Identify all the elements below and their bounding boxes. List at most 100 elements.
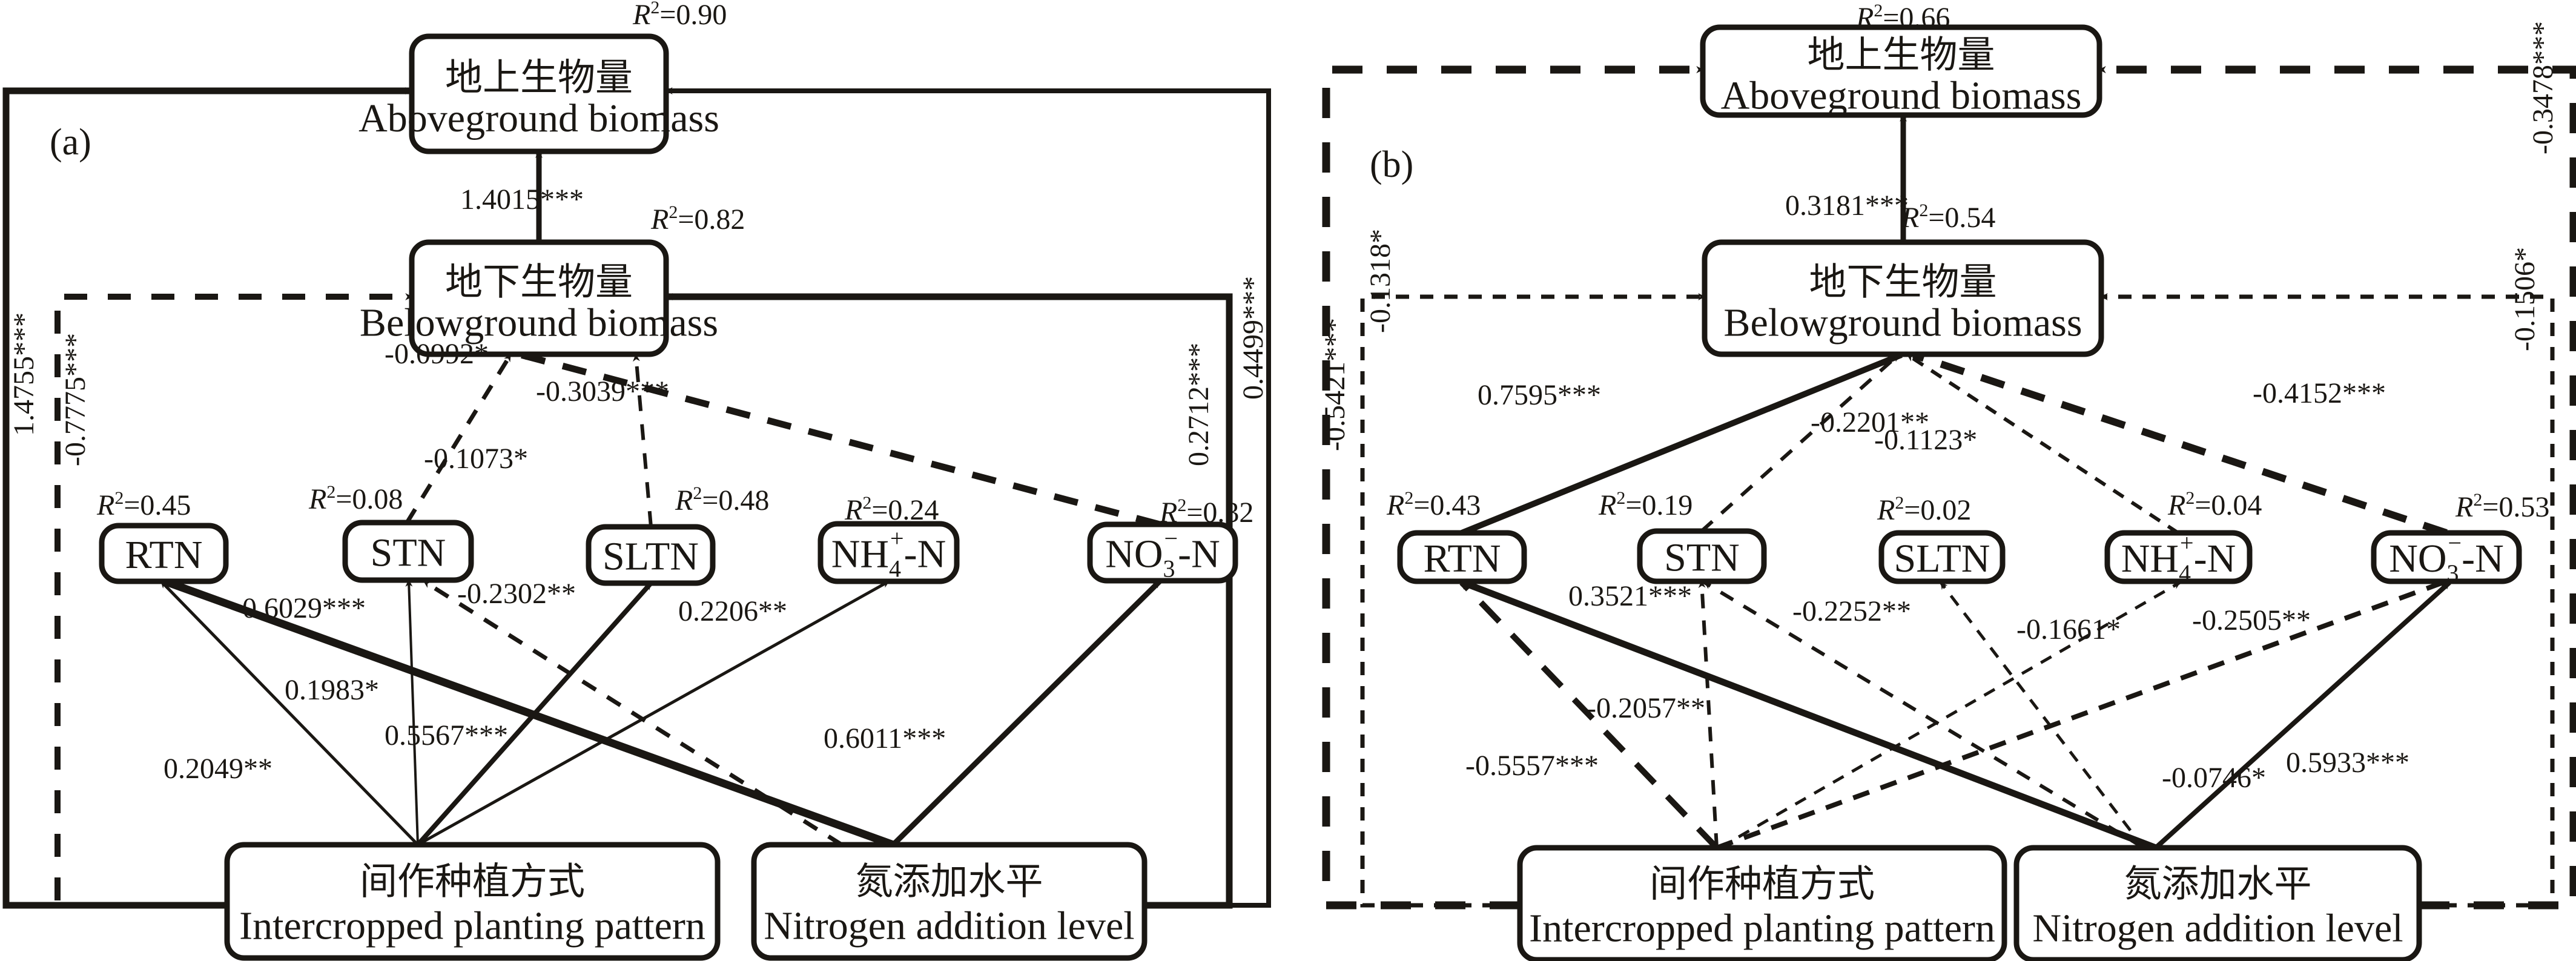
panel-a-coef-intercrop-to-STN: 0.5567***: [385, 719, 508, 751]
panel-b-coef-intercrop-to-below: -0.1318*: [1364, 229, 1396, 333]
panel-a-NH4-r2: R2=0.24: [844, 493, 939, 526]
panel-b-coef-nitrogen-to-SLTN: -0.0746*: [2162, 762, 2266, 794]
panel-b-coef-intercrop-to-NO3: -0.2505**: [2192, 604, 2311, 636]
panel-b-arrow-nitrogen-to-above: [2098, 65, 2576, 910]
panel-a-path-nitrogen-to-above: [665, 87, 1271, 908]
panel-a-arrow-nitrogen-to-NO3: [891, 579, 1162, 847]
panel-b-path-intercrop-to-RTN: [1459, 580, 1719, 850]
panel-a-label: (a): [50, 122, 91, 163]
panel-a-nitrogen-label-en: Nitrogen addition level: [764, 904, 1134, 948]
panel-a-STN-label: STN: [371, 531, 446, 575]
panel-a-arrow-nitrogen-to-RTN: [163, 577, 895, 849]
panel-a-coef-nitrogen-to-STN: -0.2302**: [457, 578, 576, 610]
panel-b-node-SLTN: SLTN: [1878, 530, 2006, 584]
panel-b-STN-r2: R2=0.19: [1598, 488, 1693, 521]
panel-b-path-intercrop-to-below: [1360, 293, 1706, 908]
panel-b-coef-intercrop-to-above: -0.5421***: [1319, 318, 1351, 451]
panel-b-STN-label: STN: [1664, 536, 1740, 580]
panel-a-SLTN-label: SLTN: [603, 535, 699, 579]
panel-a-path-intercrop-to-STN: [405, 579, 419, 845]
panel-b-path-nitrogen-to-SLTN: [1940, 581, 2145, 849]
panel-b-RTN-label: RTN: [1423, 537, 1501, 581]
panel-b-arrow-nitrogen-to-below: [2100, 293, 2555, 908]
panel-b-path-nitrogen-to-above: [2098, 65, 2576, 910]
panel-b-coef-NH4-to-below: -0.1123*: [1874, 424, 1977, 456]
panel-b-intercrop-label-cn: 间作种植方式: [1650, 862, 1875, 906]
panel-a-below-label-en: Belowground biomass: [360, 301, 718, 345]
panel-a-coef-intercrop-to-RTN: 0.1983*: [285, 674, 379, 706]
panel-b-coef-nitrogen-to-above: -0.3478***: [2527, 21, 2559, 154]
panel-b-path-intercrop-to-STN: [1698, 580, 1719, 848]
panel-b-arrow-nitrogen-to-NO3: [2154, 581, 2451, 850]
panel-b-path-RTN-to-below: [1461, 352, 1903, 536]
panel-a-coef-nitrogen-to-below: 0.2712***: [1183, 343, 1215, 466]
panel-a-coef-nitrogen-to-NO3: 0.6011***: [824, 722, 946, 755]
panel-a-below-label-cn: 地下生物量: [445, 260, 633, 304]
panel-b-path-NO3-to-below: [1912, 351, 2448, 537]
panel-b-arrow-intercrop-to-NO3: [1716, 579, 2448, 850]
panel-b-nitrogen-label-en: Nitrogen addition level: [2032, 907, 2403, 951]
panel-a-intercrop-label-cn: 间作种植方式: [360, 859, 585, 903]
panel-b-coef-intercrop-to-STN: -0.2057**: [1587, 692, 1705, 724]
panel-b-nitrogen-label-cn: 氮添加水平: [2124, 862, 2311, 906]
panel-b-path-intercrop-to-above: [1322, 65, 1704, 910]
panel-a-NO3-label: NO3−-N: [1105, 525, 1220, 583]
panel-b-below-label-en: Belowground biomass: [1723, 301, 2082, 345]
panel-a-path-nitrogen-to-RTN: [163, 577, 895, 849]
panel-a-above-label-cn: 地上生物量: [445, 55, 633, 99]
panel-b-node-RTN: RTN: [1397, 530, 1527, 584]
panel-a-coef-nitrogen-to-RTN: 0.6029***: [242, 592, 366, 624]
panel-a-arrow-intercrop-to-NH4: [417, 580, 890, 847]
panel-a-node-STN: STN: [342, 520, 474, 583]
panel-b-path-NH4-to-below: [1906, 353, 2179, 535]
panel-b-path-nitrogen-to-STN: [1703, 581, 2145, 850]
panel-b-coef-nitrogen-to-NH4: -0.1661*: [2016, 613, 2121, 646]
panel-a-coef-SLTN-to-below: -0.1073*: [424, 443, 528, 475]
panel-a-path-intercrop-to-above: [2, 87, 413, 909]
panel-b-coef-below-to-above: 0.3181***: [1785, 190, 1909, 222]
panel-b-below-label-cn: 地下生物量: [1809, 260, 1996, 304]
panel-a-coef-intercrop-to-SLTN: 0.2049**: [163, 753, 272, 785]
panel-a-coef-NO3-to-below: -0.3039***: [536, 375, 669, 408]
panel-b-label: (b): [1370, 144, 1413, 185]
panel-b-NH4-r2: R2=0.04: [2167, 488, 2262, 521]
panel-b-arrow-intercrop-to-STN: [1698, 580, 1719, 848]
panel-b-arrow-intercrop-to-RTN: [1459, 580, 1719, 850]
panel-a-NH4-label: NH4+-N: [831, 525, 946, 583]
panel-b-arrow-nitrogen-to-NH4: [1719, 581, 2181, 850]
panel-b-arrow-intercrop-to-above: [1322, 65, 1704, 910]
panel-b-above-label-en: Aboveground biomass: [1721, 74, 2082, 118]
panel-a-arrow-intercrop-to-RTN: [160, 580, 419, 846]
panel-b-NO3-r2: R2=0.53: [2455, 490, 2549, 523]
panel-b-arrow-nitrogen-to-STN: [1703, 581, 2145, 850]
panel-a-node-SLTN: SLTN: [586, 524, 716, 586]
panel-b-coef-intercrop-to-RTN: -0.5557***: [1465, 750, 1599, 782]
panel-a-arrow-intercrop-to-STN: [405, 579, 419, 845]
panel-b-path-nitrogen-to-RTN: [1462, 579, 2157, 851]
panel-b-arrow-NO3-to-below: [1912, 351, 2448, 537]
panel-b-path-nitrogen-to-NO3: [2154, 581, 2451, 850]
panel-a-node-NO3: NO3−-N: [1087, 521, 1238, 584]
panel-b-coef-nitrogen-to-RTN: 0.3521***: [1568, 580, 1692, 612]
panel-b-node-STN: STN: [1637, 528, 1767, 584]
panel-a-coef-nitrogen-to-above: 0.4499***: [1237, 276, 1269, 400]
panel-b-node-NO3: NO3−-N: [2371, 529, 2522, 587]
panel-a-RTN-label: RTN: [125, 533, 202, 577]
panel-b-RTN-r2: R2=0.43: [1386, 488, 1481, 521]
panel-b-node-NH4: NH4+-N: [2104, 529, 2253, 587]
panel-b-intercrop-label-en: Intercropped planting pattern: [1529, 907, 1995, 951]
panel-a-above-r2: R2=0.90: [632, 0, 727, 31]
panel-b-coef-STN-to-below: -0.2201**: [1811, 406, 1929, 438]
panel-a-nitrogen-label-cn: 氮添加水平: [855, 859, 1043, 903]
panel-b-path-nitrogen-to-NH4: [1719, 581, 2181, 850]
panel-b-below-r2: R2=0.54: [1901, 200, 1995, 234]
panel-a-path-nitrogen-to-STN: [423, 580, 843, 847]
panel-b-NH4-label: NH4+-N: [2121, 529, 2236, 587]
panel-b-arrow-nitrogen-to-SLTN: [1940, 581, 2145, 849]
